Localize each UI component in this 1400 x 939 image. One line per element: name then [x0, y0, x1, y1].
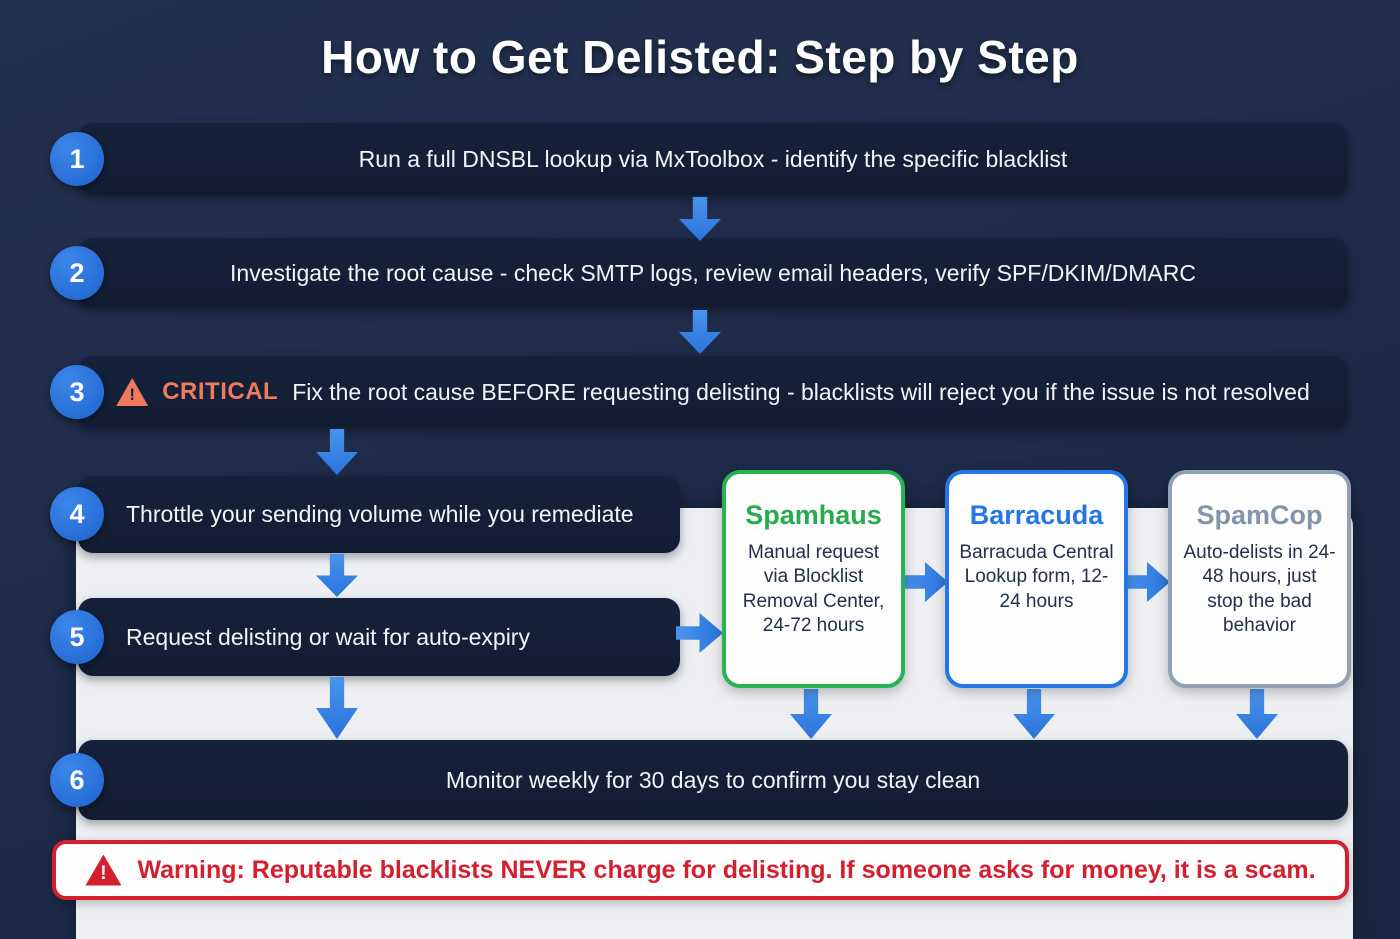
- step-row-4: Throttle your sending volume while you r…: [78, 476, 680, 553]
- step-number-badge-4: 4: [50, 487, 104, 541]
- critical-warning-icon: !: [116, 378, 149, 406]
- card-title: Barracuda: [969, 500, 1104, 530]
- step-label: Run a full DNSBL lookup via MxToolbox - …: [358, 145, 1068, 172]
- warning-triangle-icon: !: [85, 854, 122, 886]
- warning-text: Warning: Reputable blacklists NEVER char…: [137, 855, 1316, 884]
- step-number-badge-5: 5: [50, 610, 104, 664]
- card-description: Manual request via Blocklist Removal Cen…: [742, 542, 885, 636]
- arrow-down-icon: [316, 429, 358, 475]
- step-number-badge-1: 1: [50, 132, 104, 186]
- page-title: How to Get Delisted: Step by Step: [321, 31, 1079, 83]
- arrow-down-icon: [679, 310, 721, 354]
- critical-badge: CRITICAL: [162, 378, 279, 405]
- card-description: Barracuda Central Lookup form, 12-24 hou…: [959, 542, 1114, 612]
- step-row-3: ! CRITICAL Fix the root cause BEFORE req…: [78, 356, 1348, 428]
- card-description: Auto-delists in 24-48 hours, just stop t…: [1183, 542, 1336, 636]
- step-row-5: Request delisting or wait for auto-expir…: [78, 598, 680, 676]
- step-row-1: Run a full DNSBL lookup via MxToolbox - …: [78, 123, 1348, 195]
- step-label: Monitor weekly for 30 days to confirm yo…: [445, 766, 981, 793]
- card-title: Spamhaus: [745, 500, 882, 530]
- step-row-2: Investigate the root cause - check SMTP …: [78, 238, 1348, 308]
- step-label: Investigate the root cause - check SMTP …: [230, 259, 1196, 286]
- card-spamhaus: Spamhaus Manual request via Blocklist Re…: [722, 470, 905, 688]
- step-number-badge-2: 2: [50, 246, 104, 300]
- step-number-badge-6: 6: [50, 753, 104, 807]
- step-row-6: Monitor weekly for 30 days to confirm yo…: [78, 740, 1348, 820]
- card-spamcop: SpamCop Auto-delists in 24-48 hours, jus…: [1168, 470, 1351, 688]
- card-barracuda: Barracuda Barracuda Central Lookup form,…: [945, 470, 1128, 688]
- step-number-badge-3: 3: [50, 365, 104, 419]
- step-label: Throttle your sending volume while you r…: [126, 501, 634, 527]
- step-label: Request delisting or wait for auto-expir…: [126, 623, 530, 650]
- warning-banner: ! Warning: Reputable blacklists NEVER ch…: [52, 840, 1349, 900]
- card-title: SpamCop: [1196, 500, 1323, 530]
- arrow-down-icon: [679, 197, 721, 241]
- step-label: Fix the root cause BEFORE requesting del…: [292, 378, 1310, 405]
